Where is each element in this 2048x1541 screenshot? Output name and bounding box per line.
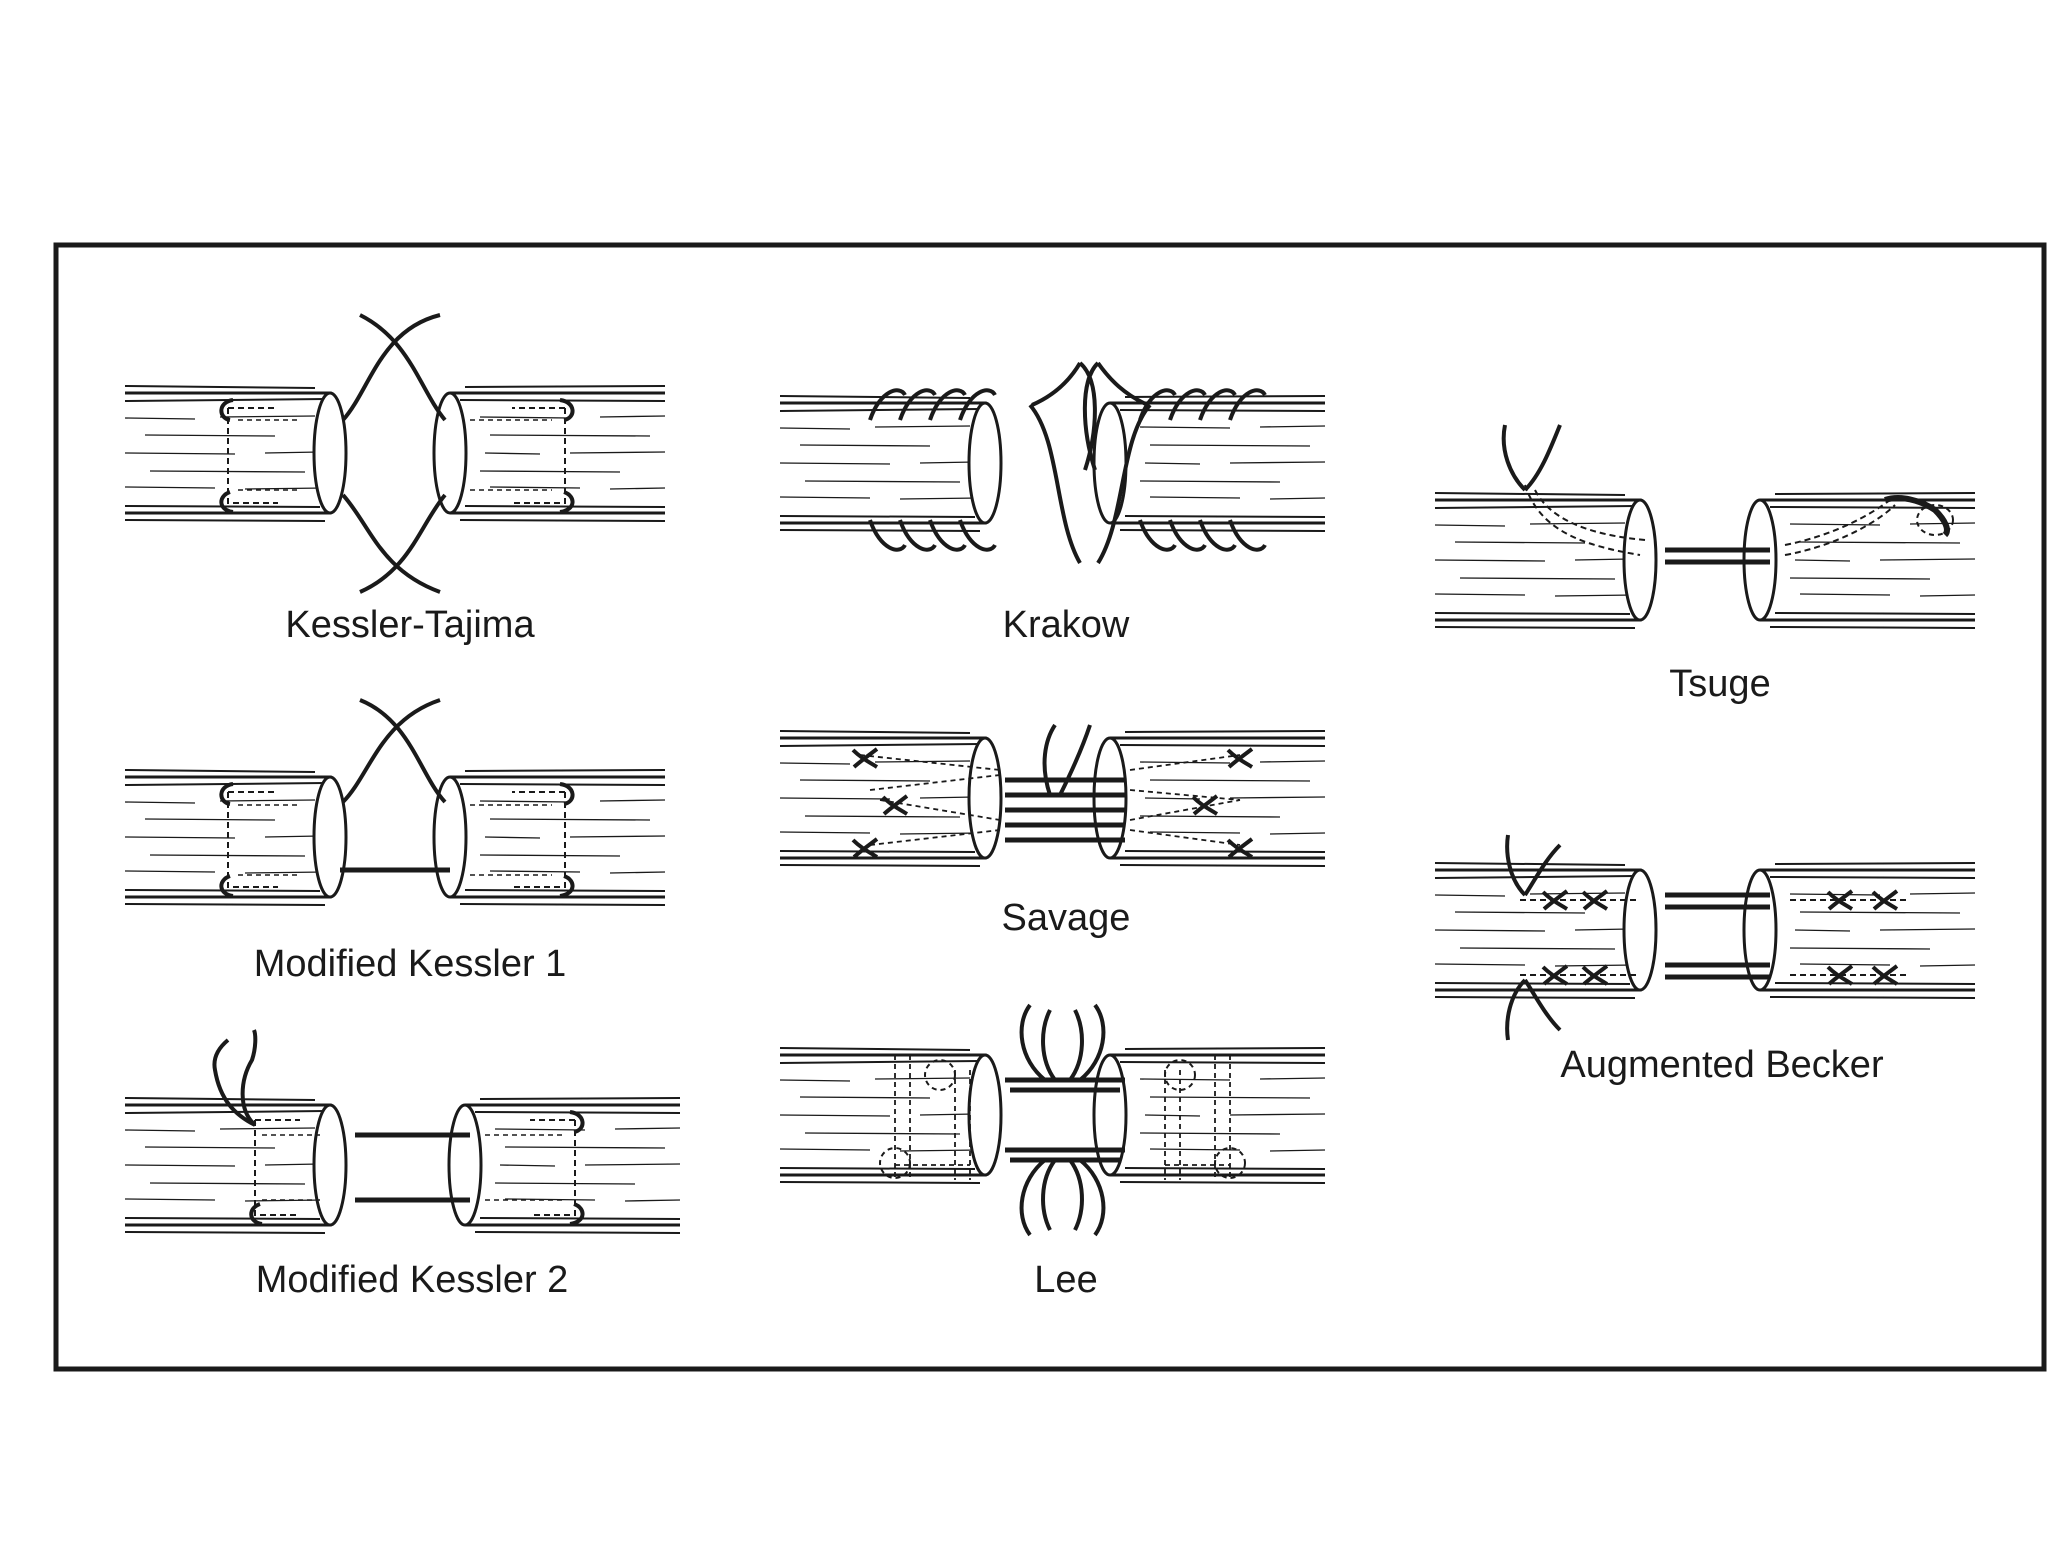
label-tsuge: Tsuge <box>1669 663 1770 705</box>
label-savage: Savage <box>1002 897 1131 939</box>
tsuge-diagram: Tsuge <box>1433 424 1977 705</box>
label-modified-kessler-1: Modified Kessler 1 <box>254 943 567 985</box>
kessler-tajima-diagram: Kessler-Tajima <box>123 313 667 646</box>
label-kessler-tajima: Kessler-Tajima <box>285 604 535 646</box>
label-augmented-becker: Augmented Becker <box>1560 1044 1884 1086</box>
figure-frame <box>53 242 2047 1372</box>
label-lee: Lee <box>1034 1259 1097 1301</box>
lee-diagram: Lee <box>778 1003 1327 1301</box>
augmented-becker-diagram: Augmented Becker <box>1433 834 1977 1086</box>
modified-kessler-2-diagram: Modified Kessler 2 <box>123 1029 682 1301</box>
modified-kessler-1-diagram: Modified Kessler 1 <box>123 698 667 985</box>
label-modified-kessler-2: Modified Kessler 2 <box>256 1259 569 1301</box>
savage-diagram: Savage <box>778 723 1327 939</box>
label-krakow: Krakow <box>1003 604 1130 646</box>
krakow-diagram: Krakow <box>778 361 1327 646</box>
